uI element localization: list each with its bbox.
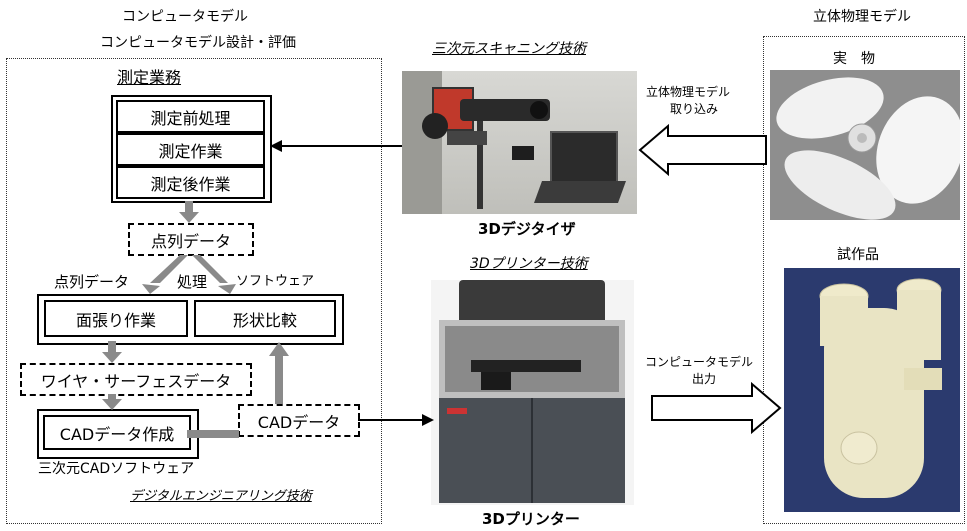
output-label-line1: コンピュータモデル	[645, 355, 754, 369]
fan-illustration	[776, 77, 960, 220]
digitizer-label: 3Dデジタイザ	[478, 220, 576, 238]
surface-work-box: 面張り作業	[44, 300, 188, 337]
physical-model-title: 立体物理モデル	[813, 9, 911, 25]
scan-tech-title: 三次元スキャニング技術	[432, 41, 586, 57]
flow-arrow-up-cad	[275, 354, 283, 404]
left-panel-frame	[6, 58, 382, 524]
computer-model-design-title: コンピュータモデル設計・評価	[100, 35, 296, 51]
printer-label: 3Dプリンター	[482, 510, 580, 528]
printer-tech-title: 3Dプリンター技術	[470, 256, 588, 272]
processing-group	[37, 294, 344, 345]
right-panel-frame	[763, 36, 965, 524]
point-data-processing-label-a: 点列データ	[54, 273, 130, 291]
cad-create-to-cad-data-connector	[187, 430, 239, 438]
flow-arrow-down-1	[185, 201, 193, 213]
post-work-box: 測定後作業	[116, 166, 265, 199]
computer-model-title: コンピュータモデル	[122, 9, 248, 25]
digital-engineering-label: デジタルエンジニアリング技術	[130, 489, 312, 504]
prototype-label: 試作品	[837, 247, 879, 263]
cad-to-printer-arrowhead	[422, 414, 434, 426]
point-data-processing-label-b: 処理	[177, 273, 208, 291]
prototype-photo	[784, 268, 960, 512]
measure-work-box: 測定作業	[116, 133, 265, 166]
cad-software-label: 三次元CADソフトウェア	[38, 461, 195, 477]
shape-compare-box: 形状比較	[194, 300, 336, 337]
wire-surface-data-box: ワイヤ・サーフェスデータ	[20, 363, 252, 396]
real-object-label: 実 物	[833, 51, 875, 67]
digitizer-to-measure-arrowhead	[270, 140, 282, 152]
flow-arrow-down-3	[108, 394, 116, 400]
measurement-work-label: 測定業務	[117, 68, 182, 87]
digitizer-photo	[402, 71, 637, 214]
printer-photo	[431, 280, 634, 505]
flow-arrow-down-2	[108, 341, 116, 353]
software-label: ソフトウェア	[236, 274, 315, 289]
real-fan-photo	[770, 70, 960, 220]
flow-arrow-left-diag	[150, 255, 188, 283]
output-block-arrow	[651, 381, 782, 435]
laptop-screen	[550, 131, 618, 185]
flow-arrow-right-diag	[192, 255, 228, 283]
output-label-line2: 出力	[692, 372, 717, 386]
pre-process-box: 測定前処理	[116, 100, 265, 133]
scanner-head	[460, 99, 550, 121]
print-head-rail	[471, 360, 581, 372]
import-label-line1: 立体物理モデル	[646, 85, 731, 99]
import-label-line2: 取り込み	[670, 102, 719, 116]
point-data-box: 点列データ	[128, 223, 254, 256]
prototype-illustration	[819, 278, 942, 498]
import-block-arrow	[638, 123, 767, 177]
